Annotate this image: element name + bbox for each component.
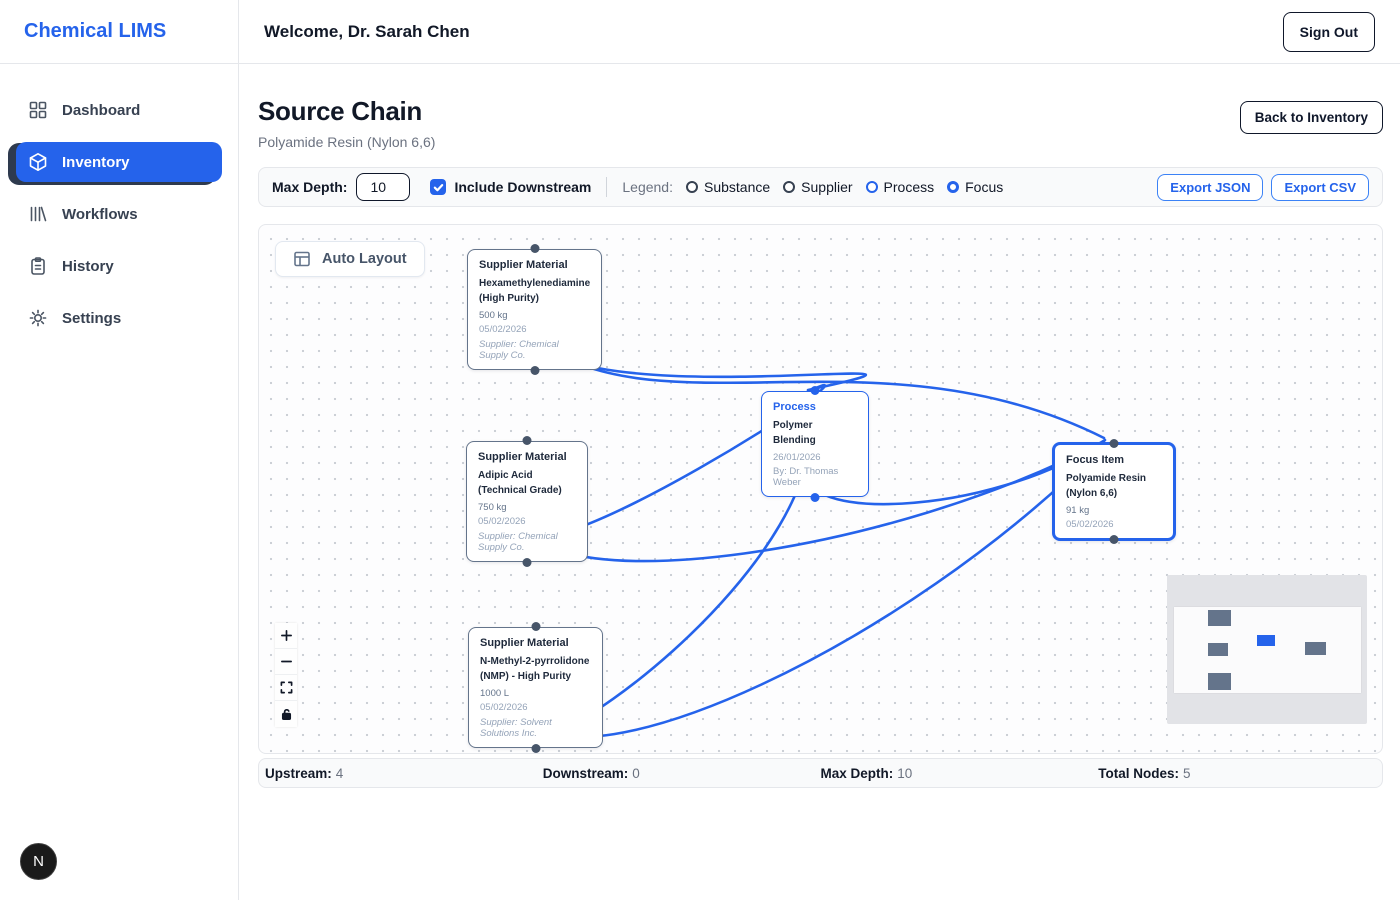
- node-handle[interactable]: [530, 366, 539, 375]
- sidebar-item-dashboard[interactable]: Dashboard: [16, 90, 222, 130]
- minimap-node: [1208, 610, 1231, 626]
- node-focus-polyamide-resin[interactable]: Focus Item Polyamide Resin (Nylon 6,6) 9…: [1052, 439, 1176, 544]
- minimap-node: [1208, 673, 1231, 690]
- node-handle[interactable]: [810, 386, 820, 395]
- node-handle[interactable]: [522, 558, 532, 567]
- node-handle[interactable]: [1109, 535, 1119, 544]
- plus-icon: [280, 630, 292, 641]
- sidebar-item-label: Workflows: [62, 205, 138, 223]
- sidebar-item-inventory[interactable]: Inventory: [16, 142, 222, 182]
- legend-item-substance: Substance: [685, 179, 770, 195]
- page-title: Source Chain: [258, 96, 422, 126]
- dashboard-grid-icon: [29, 101, 47, 119]
- check-icon: [433, 183, 444, 191]
- node-supplier-hexamethylenediamine[interactable]: Supplier Material Hexamethylenediamine (…: [467, 244, 602, 375]
- node-handle[interactable]: [531, 622, 540, 631]
- page-subtitle: Polyamide Resin (Nylon 6,6): [258, 134, 436, 150]
- minimap[interactable]: [1167, 575, 1367, 724]
- include-downstream-checkbox[interactable]: [430, 179, 447, 195]
- unlock-icon: [281, 708, 291, 720]
- legend-label: Legend:: [622, 179, 673, 195]
- legend-item-process: Process: [865, 179, 934, 195]
- sidebar-nav: Dashboard Inventory Workflows History Se…: [0, 64, 238, 338]
- dev-tools-badge[interactable]: N: [20, 843, 57, 880]
- toolbar-divider: [606, 177, 608, 197]
- clipboard-icon: [31, 257, 45, 275]
- back-to-inventory-button[interactable]: Back to Inventory: [1239, 101, 1383, 134]
- substance-swatch-icon: [685, 181, 698, 193]
- auto-layout-button[interactable]: Auto Layout: [275, 241, 425, 277]
- sidebar: Chemical LIMS Dashboard Inventory Workfl…: [0, 0, 239, 900]
- include-downstream-label: Include Downstream: [454, 179, 592, 195]
- node-process-polymer-blending[interactable]: Process Polymer Blending 26/01/2026 By: …: [761, 386, 869, 502]
- lock-toggle-button[interactable]: [275, 701, 297, 727]
- sign-out-button[interactable]: Sign Out: [1282, 11, 1375, 52]
- stat-total-nodes: Total Nodes:5: [1098, 765, 1191, 781]
- canvas-controls: [275, 623, 297, 727]
- sidebar-item-workflows[interactable]: Workflows: [16, 194, 222, 234]
- focus-swatch-icon: [947, 181, 960, 193]
- supplier-swatch-icon: [783, 181, 796, 193]
- main-content: Source Chain Polyamide Resin (Nylon 6,6)…: [239, 64, 1400, 900]
- zoom-out-button[interactable]: [275, 649, 297, 675]
- node-handle[interactable]: [810, 493, 820, 502]
- export-json-button[interactable]: Export JSON: [1157, 173, 1264, 201]
- zoom-in-button[interactable]: [275, 623, 297, 649]
- legend-item-focus: Focus: [947, 179, 1003, 195]
- max-depth-label: Max Depth:: [272, 179, 348, 195]
- sidebar-item-history[interactable]: History: [16, 246, 222, 286]
- sidebar-item-label: Inventory: [62, 153, 130, 171]
- legend-item-supplier: Supplier: [783, 179, 853, 195]
- node-handle[interactable]: [531, 744, 540, 753]
- sidebar-item-settings[interactable]: Settings: [16, 298, 222, 338]
- node-handle[interactable]: [1109, 439, 1119, 448]
- gear-icon: [29, 309, 47, 327]
- minus-icon: [280, 660, 292, 663]
- max-depth-input[interactable]: [356, 173, 411, 201]
- stat-max-depth: Max Depth:10: [820, 765, 913, 781]
- package-box-icon: [29, 153, 47, 171]
- chain-toolbar: Max Depth: Include Downstream Legend: Su…: [258, 167, 1383, 207]
- node-supplier-adipic-acid[interactable]: Supplier Material Adipic Acid (Technical…: [466, 436, 588, 567]
- top-header: Welcome, Dr. Sarah Chen Sign Out: [239, 0, 1400, 64]
- fit-view-button[interactable]: [275, 675, 297, 701]
- flow-canvas[interactable]: Auto Layout Supplier Material Hexamethyl…: [258, 224, 1383, 754]
- export-csv-button[interactable]: Export CSV: [1271, 173, 1369, 201]
- process-swatch-icon: [865, 181, 878, 193]
- stat-downstream: Downstream:0: [542, 765, 640, 781]
- page-head: Source Chain Polyamide Resin (Nylon 6,6)…: [258, 96, 1383, 150]
- node-supplier-nmp[interactable]: Supplier Material N-Methyl-2-pyrrolidone…: [468, 622, 603, 753]
- minimap-viewport: [1174, 607, 1361, 693]
- workflow-bars-icon: [30, 206, 47, 222]
- minimap-node: [1208, 643, 1228, 656]
- sidebar-item-label: Settings: [62, 309, 122, 327]
- stat-upstream: Upstream:4: [265, 765, 344, 781]
- fit-view-icon: [280, 681, 292, 694]
- node-handle[interactable]: [522, 436, 532, 445]
- sidebar-item-label: History: [62, 257, 114, 275]
- node-handle[interactable]: [530, 244, 539, 253]
- sidebar-item-label: Dashboard: [62, 101, 141, 119]
- minimap-node: [1305, 642, 1326, 655]
- welcome-text: Welcome, Dr. Sarah Chen: [264, 21, 470, 41]
- layout-icon: [294, 251, 310, 267]
- app-logo: Chemical LIMS: [0, 0, 238, 64]
- minimap-node-process: [1257, 635, 1275, 646]
- chain-stats-bar: Upstream:4 Downstream:0 Max Depth:10 Tot…: [258, 758, 1383, 788]
